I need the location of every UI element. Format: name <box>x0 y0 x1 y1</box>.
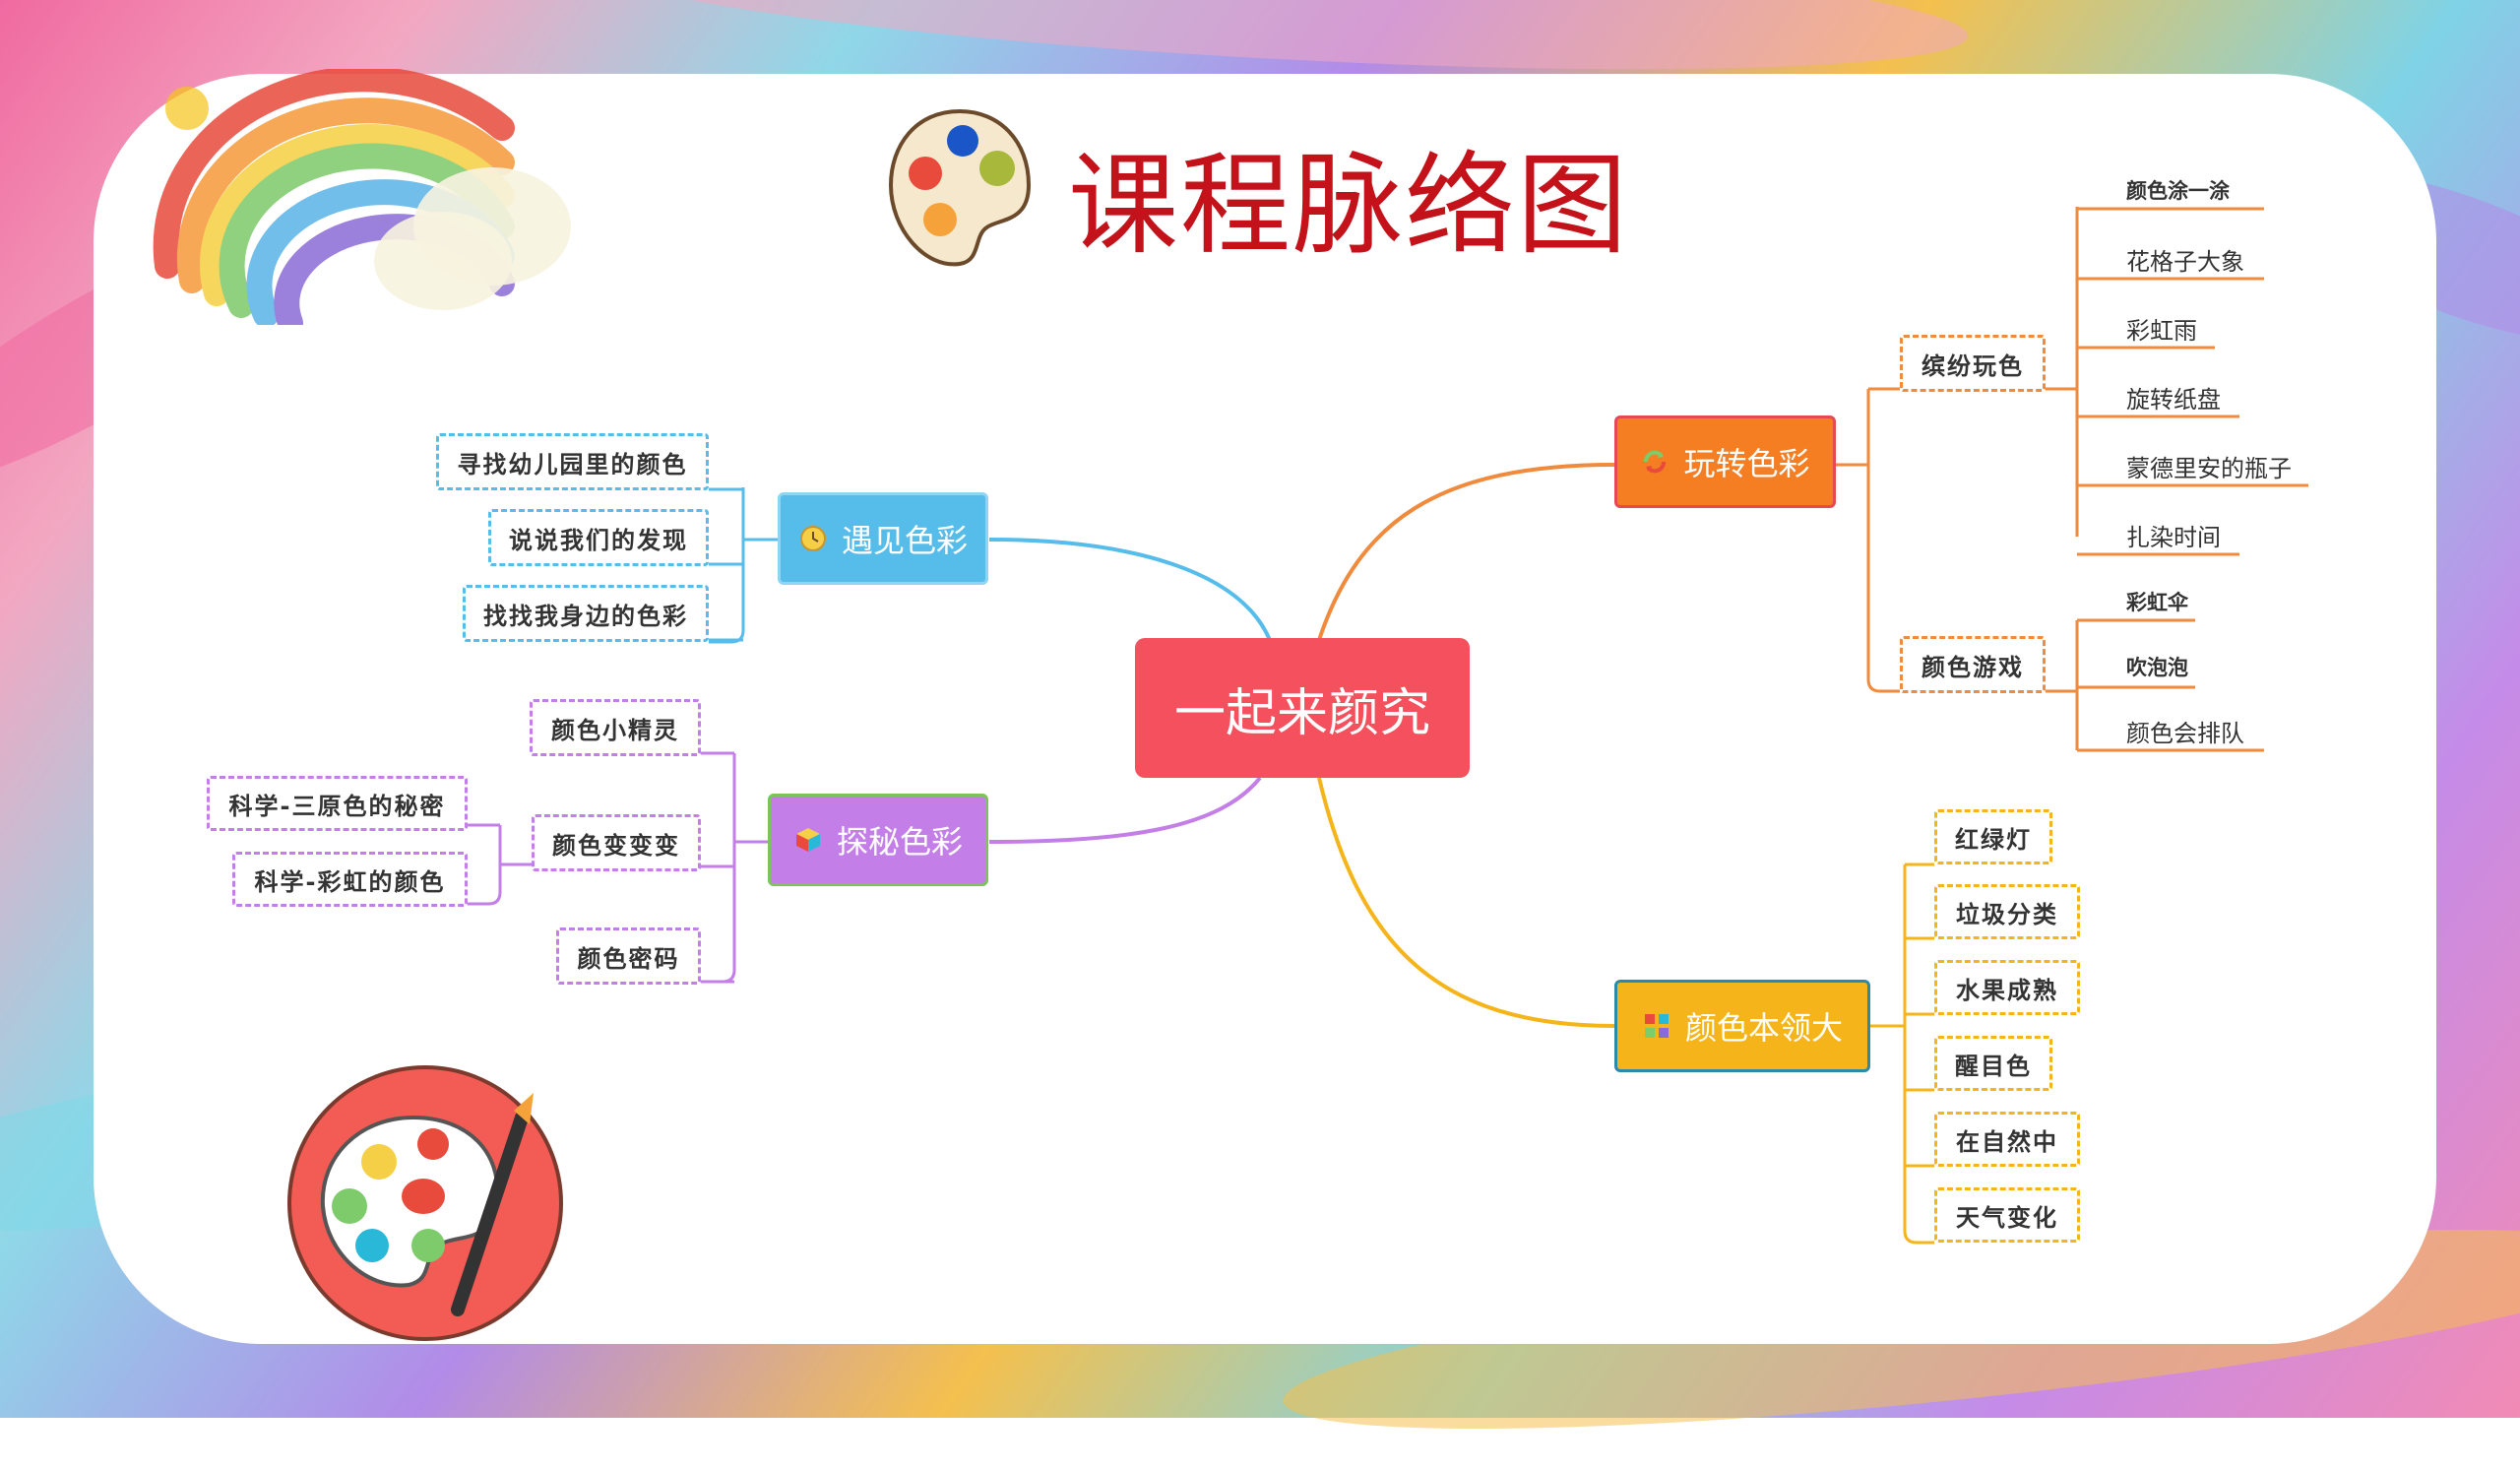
leaf-binfen-4[interactable]: 旋转纸盘 <box>2126 385 2221 414</box>
leaf-youxi-1[interactable]: 彩虹伞 <box>2126 591 2188 614</box>
leaf-youxi-3[interactable]: 颜色会排队 <box>2126 719 2244 747</box>
leaf-tanmi-1[interactable]: 颜色小精灵 <box>530 699 701 756</box>
leaf-binfen-6[interactable]: 扎染时间 <box>2126 523 2221 551</box>
leaf-binfen-2[interactable]: 花格子大象 <box>2126 247 2244 276</box>
palette-brush-icon <box>287 1065 563 1341</box>
leaf-yujian-2[interactable]: 说说我们的发现 <box>488 509 709 566</box>
leaf-yujian-1[interactable]: 寻找幼儿园里的颜色 <box>436 433 709 490</box>
leaf-youxi-2[interactable]: 吹泡泡 <box>2126 656 2188 679</box>
refresh-icon <box>1644 450 1667 474</box>
leaf-tanmi-sub-2[interactable]: 科学-彩虹的颜色 <box>232 852 468 907</box>
branch-tanmi[interactable]: 探秘色彩 <box>768 794 988 886</box>
mindmap-connectors <box>468 207 2308 1245</box>
leaf-benling-2[interactable]: 垃圾分类 <box>1934 884 2080 939</box>
palette-icon <box>888 108 1032 267</box>
group-binfen[interactable]: 缤纷玩色 <box>1900 335 2046 392</box>
clock-icon <box>799 526 826 551</box>
group-youxi[interactable]: 颜色游戏 <box>1900 636 2046 693</box>
leaf-tanmi-sub-1[interactable]: 科学-三原色的秘密 <box>207 776 468 831</box>
leaf-binfen-3[interactable]: 彩虹雨 <box>2126 316 2197 345</box>
leaf-tanmi-3[interactable]: 颜色密码 <box>556 927 701 985</box>
grid-icon <box>1644 1014 1669 1038</box>
branch-tanmi-label: 探秘色彩 <box>836 823 963 861</box>
branch-yujian[interactable]: 遇见色彩 <box>778 492 988 585</box>
branch-benling-label: 颜色本领大 <box>1684 1009 1843 1047</box>
rainbow-icon <box>153 69 571 325</box>
leaf-benling-3[interactable]: 水果成熟 <box>1934 960 2080 1015</box>
leaf-yujian-3[interactable]: 找找我身边的色彩 <box>463 585 709 642</box>
leaf-tanmi-2[interactable]: 颜色变变变 <box>532 814 701 871</box>
center-node-label: 一起来颜究 <box>1173 683 1430 743</box>
leaf-benling-6[interactable]: 天气变化 <box>1934 1187 2080 1243</box>
center-node[interactable]: 一起来颜究 <box>1135 638 1470 778</box>
branch-wanzhuan[interactable]: 玩转色彩 <box>1614 415 1836 508</box>
cube-icon <box>795 828 820 852</box>
leaf-binfen-1[interactable]: 颜色涂一涂 <box>2126 179 2230 203</box>
branch-benling[interactable]: 颜色本领大 <box>1614 980 1870 1072</box>
branch-yujian-label: 遇见色彩 <box>841 522 968 559</box>
leaf-binfen-5[interactable]: 蒙德里安的瓶子 <box>2126 454 2292 482</box>
branch-wanzhuan-label: 玩转色彩 <box>1683 445 1810 482</box>
page-title: 课程脉络图 <box>1068 142 1629 270</box>
leaf-benling-1[interactable]: 红绿灯 <box>1934 809 2052 864</box>
leaf-benling-4[interactable]: 醒目色 <box>1934 1036 2052 1091</box>
leaf-benling-5[interactable]: 在自然中 <box>1934 1112 2080 1167</box>
